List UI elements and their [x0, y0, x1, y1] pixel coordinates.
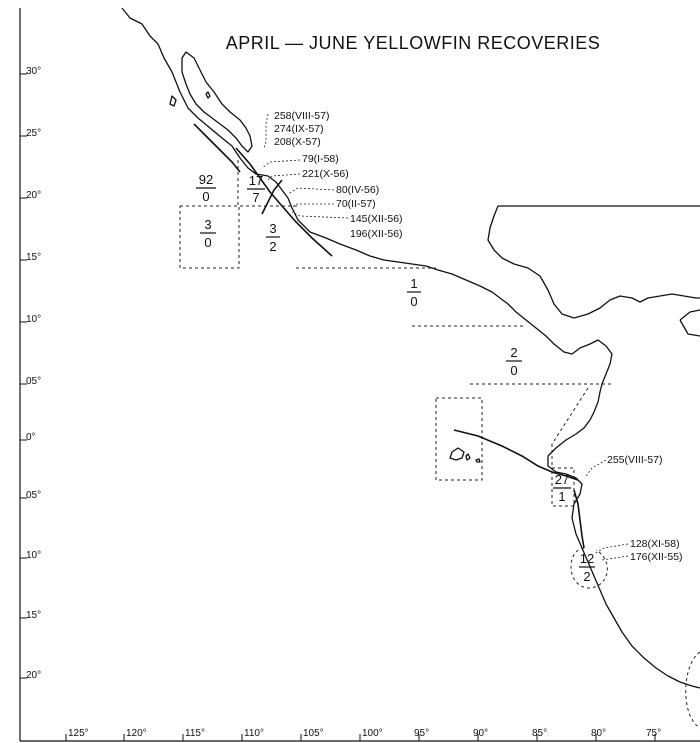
- recovery-label: 176(XII-55): [630, 551, 683, 563]
- fraction-denominator: 0: [204, 235, 211, 250]
- lon-label-85w: 85°: [532, 728, 547, 739]
- lon-label-95w: 95°: [414, 728, 429, 739]
- latitude-axis: 30° 25° 20° 15° 10° 05° 0° 05° 10° 15° 2…: [20, 66, 41, 681]
- recovery-label: 258(VIII-57): [274, 110, 329, 122]
- coastline: [121, 7, 700, 689]
- lat-label-10n: 10°: [26, 314, 41, 325]
- lon-label-75w: 75°: [646, 728, 661, 739]
- lat-label-15s: 15°: [26, 610, 41, 621]
- migration-tracks: [193, 123, 585, 549]
- fraction-denominator: 0: [202, 189, 209, 204]
- lat-label-15n: 15°: [26, 252, 41, 263]
- label-leaders: [261, 113, 629, 561]
- area-boundaries: [179, 160, 700, 729]
- lon-label-115w: 115°: [185, 728, 205, 739]
- recovery-labels: 258(VIII-57) 274(IX-57) 208(X-57) 79(I-5…: [274, 110, 683, 563]
- fraction-numerator: 2: [510, 345, 517, 360]
- recovery-label: 145(XII-56): [350, 213, 403, 225]
- recovery-label: 79(I-58): [302, 153, 339, 165]
- recovery-label: 255(VIII-57): [607, 454, 662, 466]
- lat-label-10s: 10°: [26, 550, 41, 561]
- lon-label-120w: 120°: [126, 728, 147, 739]
- fraction-numerator: 12: [580, 551, 594, 566]
- area-fraction: 12 2: [579, 551, 595, 584]
- fraction-denominator: 2: [583, 569, 590, 584]
- recovery-label: 274(IX-57): [274, 123, 324, 135]
- fraction-denominator: 0: [410, 294, 417, 309]
- recovery-label: 221(X-56): [302, 168, 349, 180]
- lat-label-20n: 20°: [26, 190, 41, 201]
- area-fraction: 3 2: [266, 221, 280, 254]
- fraction-numerator: 17: [249, 173, 263, 188]
- fraction-denominator: 7: [252, 190, 259, 205]
- area-fraction: 92 0: [196, 172, 216, 204]
- map-title: APRIL — JUNE YELLOWFIN RECOVERIES: [226, 33, 601, 53]
- recovery-label: 70(II-57): [336, 198, 376, 210]
- lon-label-110w: 110°: [244, 728, 264, 739]
- area-fraction: 3 0: [200, 217, 216, 250]
- lat-label-20s: 20°: [26, 670, 41, 681]
- recovery-label: 80(IV-56): [336, 184, 379, 196]
- fraction-numerator: 3: [204, 217, 211, 232]
- lon-label-80w: 80°: [591, 728, 606, 739]
- recovery-label: 128(XI-58): [630, 538, 680, 550]
- fraction-numerator: 1: [410, 276, 417, 291]
- lat-label-05n: 05°: [26, 376, 41, 387]
- lon-label-105w: 105°: [303, 728, 324, 739]
- fraction-numerator: 92: [199, 172, 213, 187]
- area-fraction: 27 1: [553, 472, 571, 504]
- fraction-denominator: 0: [510, 363, 517, 378]
- lat-label-30n: 30°: [26, 66, 41, 77]
- fraction-numerator: 3: [269, 221, 276, 236]
- fraction-numerator: 27: [555, 472, 569, 487]
- recovery-label: 208(X-57): [274, 136, 321, 148]
- area-fraction: 2 0: [506, 345, 522, 378]
- map-frame: [19, 8, 700, 742]
- area-fraction: 17 7: [247, 173, 265, 205]
- fraction-denominator: 1: [558, 489, 565, 504]
- lat-label-0: 0°: [26, 432, 36, 443]
- lon-label-100w: 100°: [362, 728, 383, 739]
- longitude-axis: 125° 120° 115° 110° 105° 100° 95° 90° 85…: [65, 728, 661, 741]
- lon-label-125w: 125°: [68, 728, 89, 739]
- lon-label-90w: 90°: [473, 728, 488, 739]
- area-fraction: 1 0: [407, 276, 421, 309]
- fraction-denominator: 2: [269, 239, 276, 254]
- lat-label-05s: 05°: [26, 490, 41, 501]
- recovery-label: 196(XII-56): [350, 228, 403, 240]
- lat-label-25n: 25°: [26, 128, 41, 139]
